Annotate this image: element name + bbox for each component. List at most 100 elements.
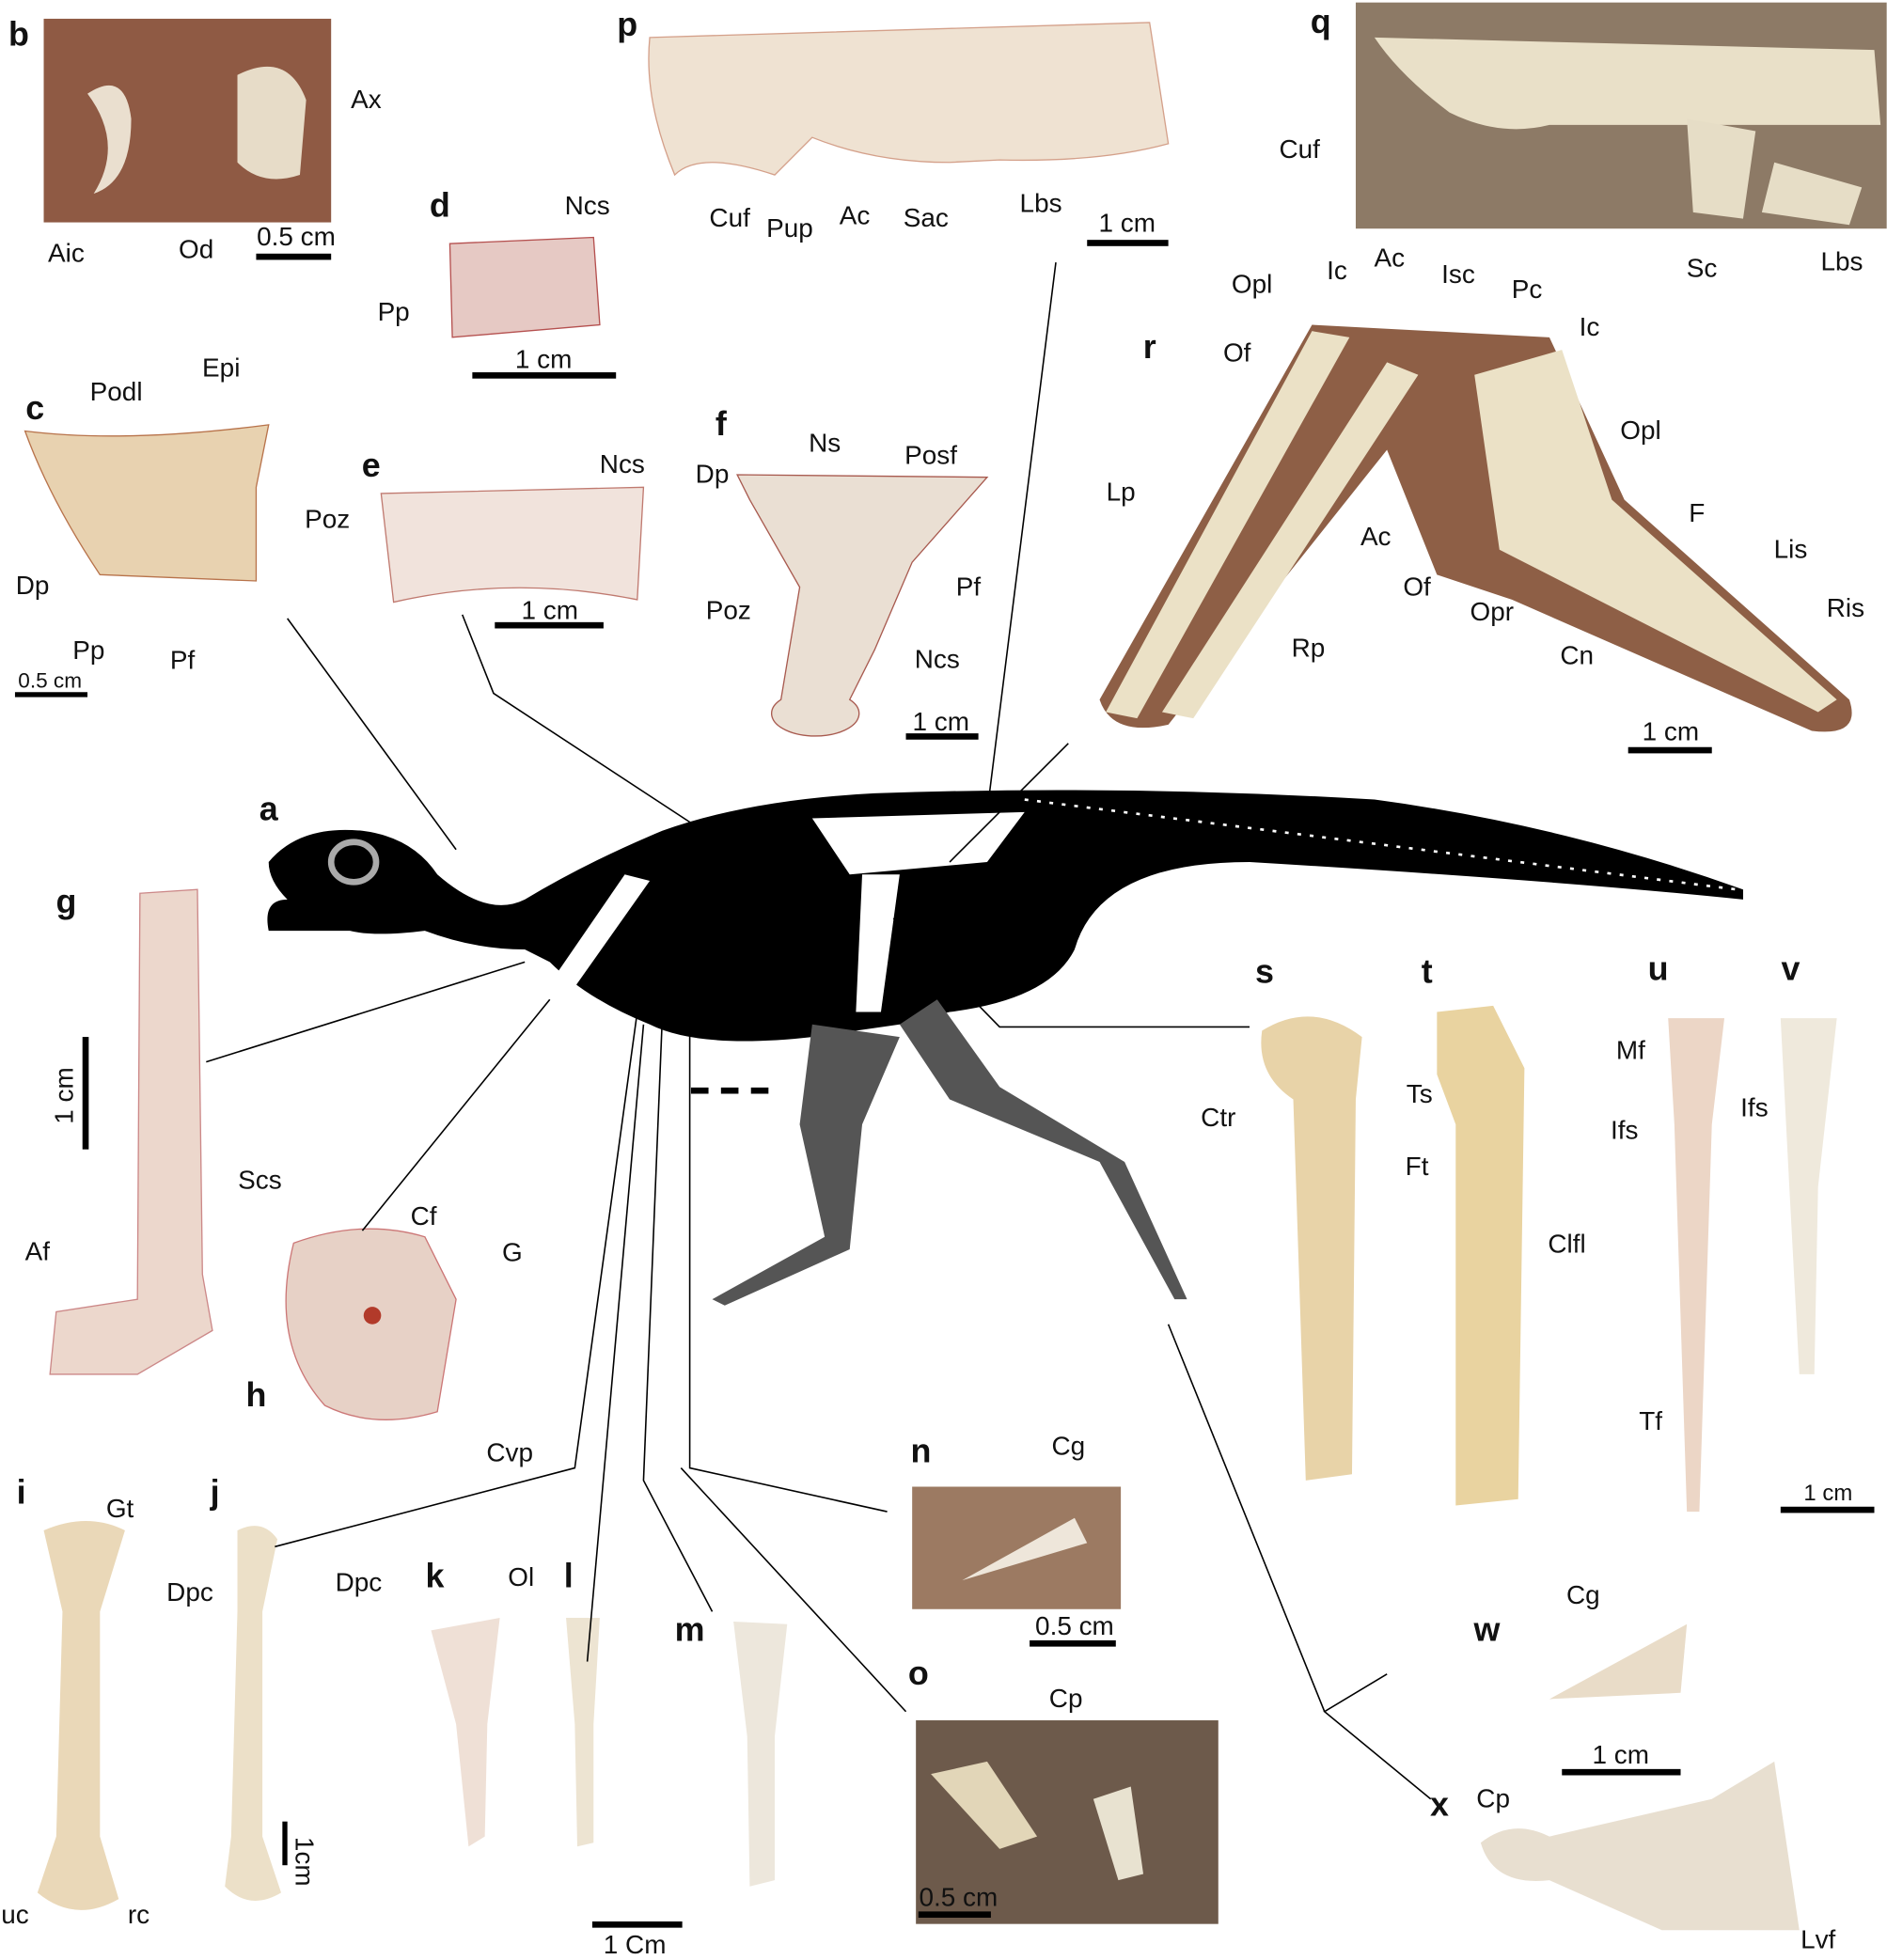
bone-s-femur	[1261, 1016, 1362, 1481]
bone-n-claw	[962, 1517, 1088, 1581]
label-rc: rc	[127, 1901, 150, 1930]
scale-label-e: 1 cm	[521, 596, 579, 626]
bone-t-femur	[1437, 1005, 1525, 1506]
label-dpc: Dpc	[166, 1578, 213, 1607]
label-od: Od	[179, 235, 214, 265]
scale-bar-f	[905, 733, 979, 740]
bone-k-ulna	[431, 1618, 500, 1847]
bone-o-phalanx-2	[931, 1761, 1038, 1849]
bone-r-pubis	[1106, 331, 1419, 719]
label-lvf: Lvf	[1801, 1925, 1836, 1955]
connector-l	[586, 1024, 645, 1662]
label-pp: Pp	[72, 636, 105, 666]
label-pc: Pc	[1511, 275, 1543, 305]
label-ft: Ft	[1405, 1152, 1429, 1182]
label-ifs: Ifs	[1740, 1093, 1769, 1123]
panel-letter-b: b	[8, 15, 29, 54]
scale-bar-o	[918, 1911, 991, 1919]
scale-label-j: 1cm	[289, 1836, 319, 1887]
bone-v-fibula	[1780, 1018, 1837, 1374]
bone-u-tibia	[1668, 1018, 1725, 1513]
bone-d-centrum	[448, 236, 601, 338]
label-ncs: Ncs	[914, 645, 960, 674]
scale-label-o: 0.5 cm	[919, 1883, 999, 1913]
label-ol: Ol	[508, 1563, 535, 1592]
bone-o-phalanx	[1093, 1786, 1144, 1881]
label-lp: Lp	[1106, 478, 1136, 507]
label-isc: Isc	[1441, 260, 1475, 290]
label-ac: Ac	[839, 201, 871, 231]
connector-m	[642, 1018, 714, 1612]
label-opl: Opl	[1231, 270, 1273, 300]
bone-j-humerus	[225, 1526, 282, 1901]
label-sac: Sac	[903, 204, 949, 233]
label-ic: Ic	[1579, 312, 1600, 342]
label-ifs: Ifs	[1610, 1116, 1639, 1146]
bone-b-axis	[237, 66, 307, 180]
label-uc: uc	[1, 1901, 29, 1930]
scale-bar-w	[1562, 1768, 1681, 1776]
label-posf: Posf	[904, 441, 958, 471]
label-lbs: Lbs	[1820, 247, 1863, 277]
label-ncs: Ncs	[599, 450, 645, 479]
bone-p-ilium	[648, 22, 1170, 177]
label-ac: Ac	[1360, 523, 1392, 552]
scale-bar-j	[282, 1821, 288, 1866]
bone-c-vertebra	[24, 424, 270, 582]
label-g: G	[502, 1238, 523, 1268]
bone-m-radius	[733, 1622, 788, 1887]
scale-label-n: 0.5 cm	[1035, 1612, 1114, 1641]
connector-n	[688, 1024, 888, 1513]
label-epi: Epi	[202, 353, 241, 384]
scale-label-v: 1 cm	[1803, 1480, 1853, 1506]
panel-letter-i: i	[16, 1473, 26, 1512]
label-scs: Scs	[238, 1166, 282, 1196]
bone-x-phalanx	[1480, 1761, 1800, 1931]
label-dpc: Dpc	[335, 1568, 383, 1598]
panel-letter-u: u	[1647, 949, 1669, 988]
body-silhouette	[267, 790, 1743, 1042]
connector-o	[680, 1467, 907, 1713]
scale-bar-g	[82, 1037, 89, 1150]
label-aic: Aic	[48, 239, 85, 269]
connector-e	[461, 614, 695, 825]
hindlimb	[712, 999, 1187, 1306]
photo-n-ungual	[912, 1486, 1122, 1609]
panel-letter-f: f	[715, 405, 727, 444]
label-opl: Opl	[1620, 416, 1661, 446]
scale-label-p: 1 cm	[1098, 209, 1156, 239]
label-cvp: Cvp	[486, 1438, 534, 1467]
scale-bar-d	[472, 372, 617, 379]
panel-letter-d: d	[429, 186, 450, 225]
panel-letter-w: w	[1473, 1610, 1501, 1649]
label-cuf: Cuf	[1279, 135, 1320, 165]
scale-bar-p	[1087, 240, 1169, 246]
bone-q-ilium	[1374, 37, 1881, 130]
label-cn: Cn	[1560, 641, 1595, 671]
panel-letter-m: m	[674, 1610, 705, 1649]
label-podl: Podl	[89, 378, 143, 407]
label-ns: Ns	[809, 429, 841, 459]
ilium-outline	[811, 811, 1025, 875]
label-lbs: Lbs	[1019, 189, 1062, 218]
label-pf: Pf	[955, 572, 982, 602]
connector-g	[206, 961, 526, 1063]
femur	[856, 874, 900, 1012]
photo-o-phalanges	[916, 1720, 1219, 1924]
label-pf: Pf	[169, 646, 196, 676]
scale-label-r: 1 cm	[1642, 717, 1700, 747]
panel-letter-v: v	[1781, 949, 1801, 988]
scapula-outline	[556, 874, 651, 987]
scale-label-f: 1 cm	[912, 707, 969, 737]
label-f: F	[1689, 498, 1706, 528]
label-rp: Rp	[1291, 634, 1326, 664]
panel-letter-a: a	[259, 790, 278, 828]
panel-letter-o: o	[907, 1654, 929, 1693]
connector-h	[361, 998, 551, 1231]
scale-bar-e	[495, 621, 604, 629]
connector-p	[986, 261, 1057, 812]
label-cp: Cp	[1048, 1685, 1083, 1714]
panel-letter-q: q	[1310, 3, 1331, 41]
